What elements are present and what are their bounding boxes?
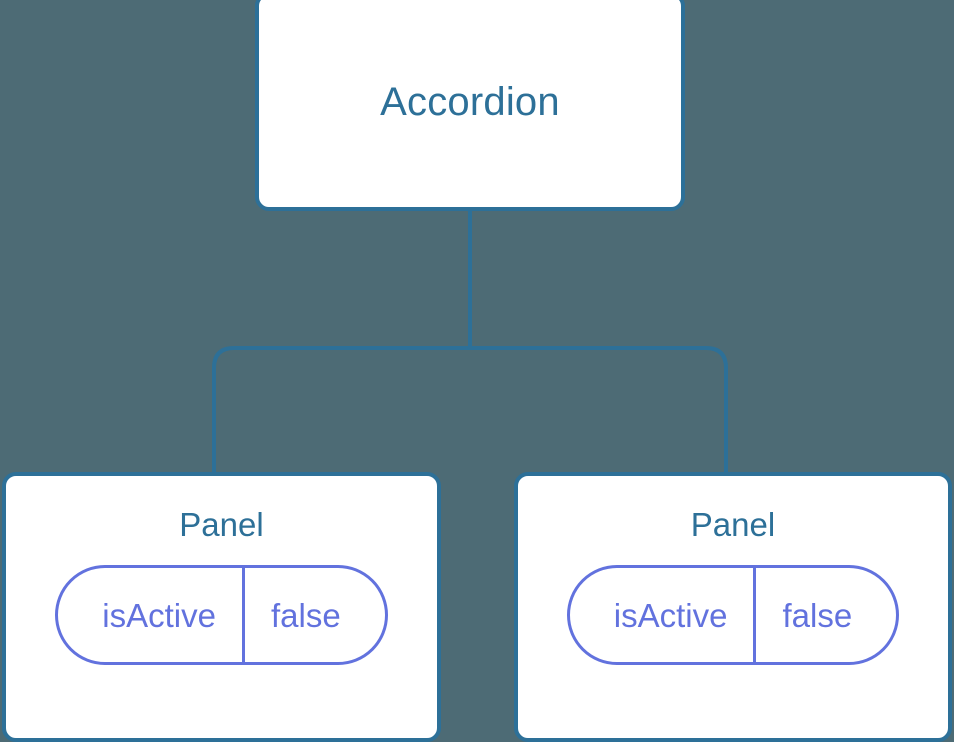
- state-value-label: false: [270, 596, 341, 634]
- state-key-label: isActive: [570, 568, 757, 662]
- connector-branch-right: [470, 346, 728, 480]
- node-panel-right[interactable]: Panel isActive false: [514, 472, 952, 742]
- state-key-label: isActive: [58, 568, 245, 662]
- connector-branch-left: [212, 346, 470, 480]
- state-value-label: false: [782, 596, 853, 634]
- node-panel-left-title: Panel: [179, 506, 264, 543]
- node-panel-left[interactable]: Panel isActive false: [2, 472, 441, 742]
- node-panel-right-title: Panel: [690, 506, 776, 543]
- node-accordion-title: Accordion: [380, 79, 560, 124]
- node-accordion[interactable]: Accordion: [255, 0, 685, 211]
- state-badge-panel-left[interactable]: isActive false: [55, 565, 388, 665]
- state-badge-panel-right[interactable]: isActive false: [566, 565, 900, 665]
